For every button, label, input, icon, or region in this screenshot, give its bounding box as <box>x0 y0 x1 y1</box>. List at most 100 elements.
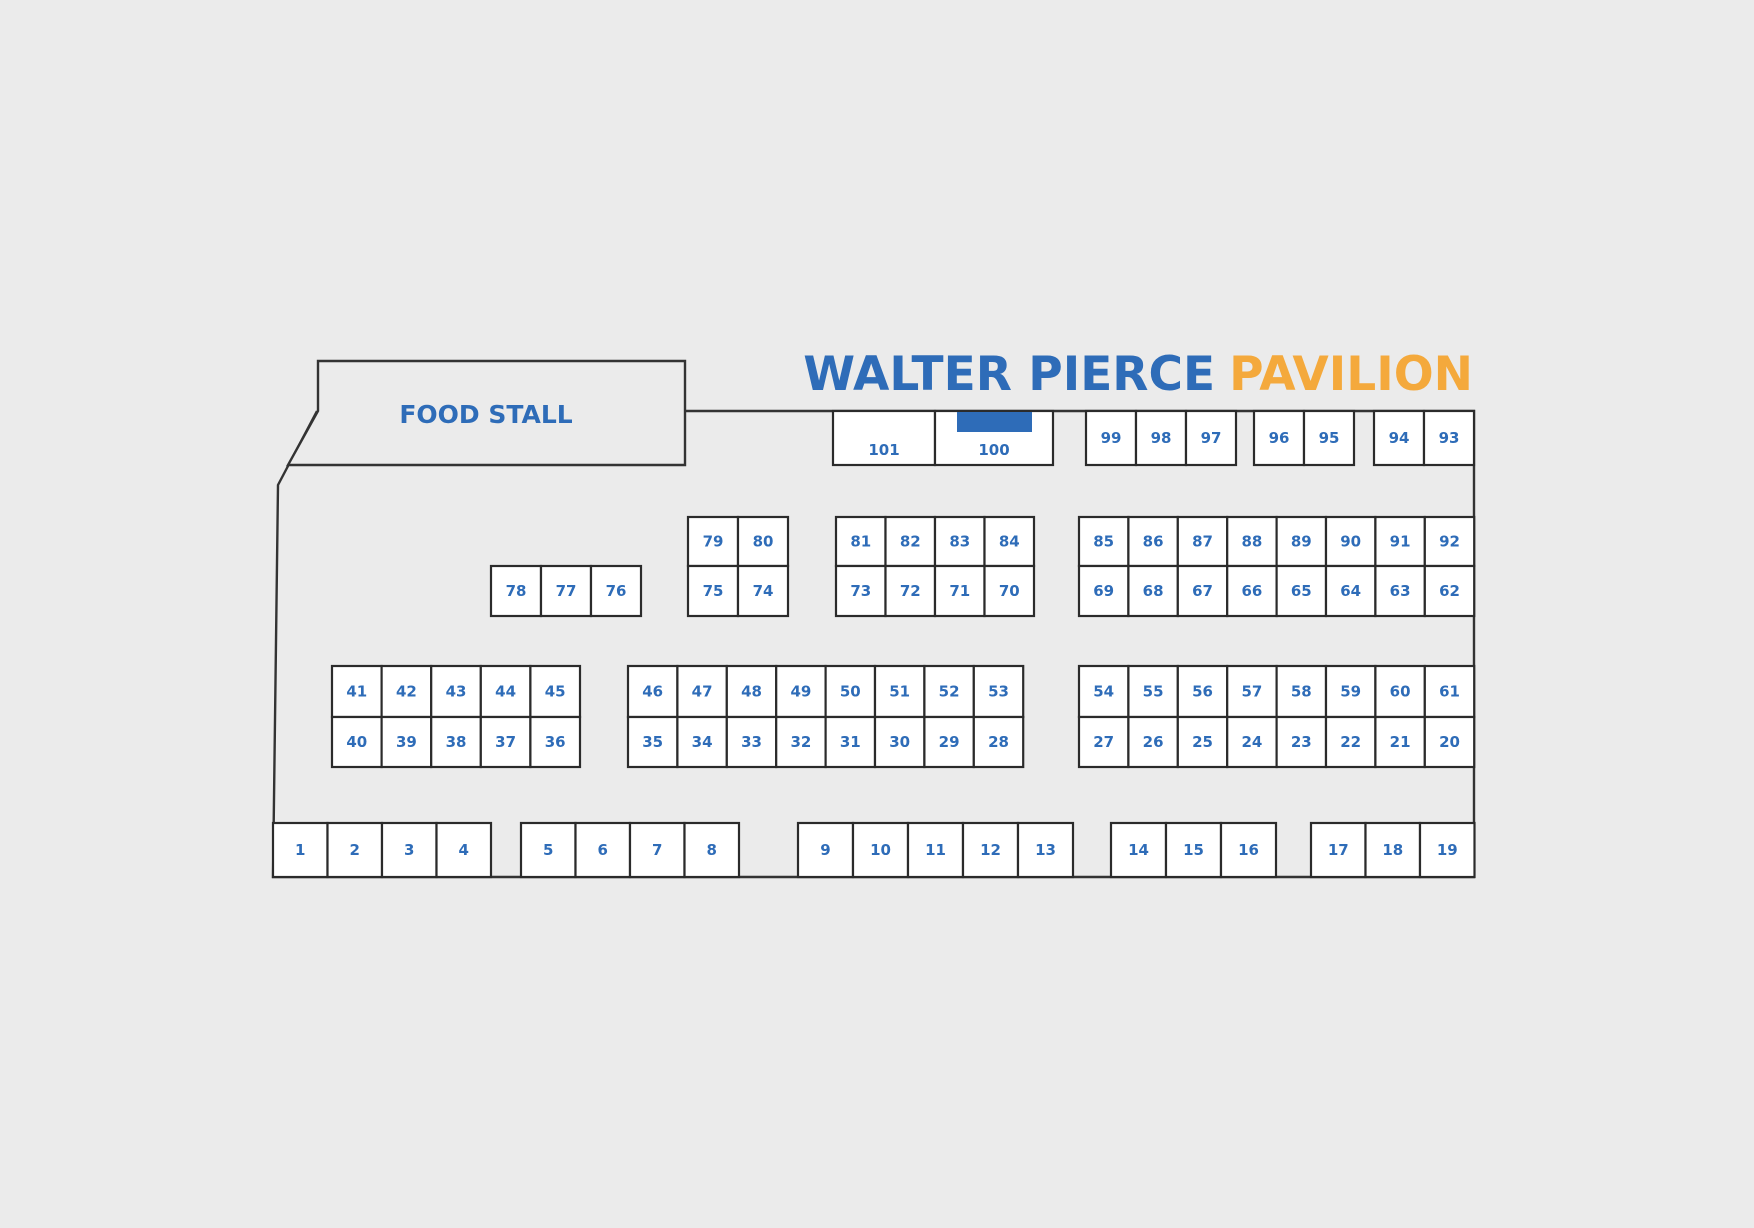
booth-87[interactable]: 87 <box>1176 515 1229 568</box>
booth-78[interactable]: 78 <box>489 564 543 618</box>
booth-74[interactable]: 74 <box>736 564 790 618</box>
booth-85[interactable]: 85 <box>1077 515 1130 568</box>
booth-57[interactable]: 57 <box>1226 664 1278 719</box>
booth-58[interactable]: 58 <box>1275 664 1328 719</box>
booth-80[interactable]: 80 <box>736 515 790 568</box>
booth-17[interactable]: 17 <box>1309 821 1367 879</box>
booth-66[interactable]: 66 <box>1226 564 1278 618</box>
booth-16[interactable]: 16 <box>1219 821 1278 879</box>
booth-36[interactable]: 36 <box>529 715 582 769</box>
booth-32[interactable]: 32 <box>775 715 827 769</box>
booth-12[interactable]: 12 <box>961 821 1020 879</box>
booth-54[interactable]: 54 <box>1077 664 1130 719</box>
booth-1[interactable]: 1 <box>271 821 329 879</box>
booth-24[interactable]: 24 <box>1226 715 1278 769</box>
booth-90[interactable]: 90 <box>1324 515 1377 568</box>
booth-6[interactable]: 6 <box>574 821 632 879</box>
booth-15[interactable]: 15 <box>1164 821 1223 879</box>
booth-75[interactable]: 75 <box>686 564 740 618</box>
booth-7[interactable]: 7 <box>628 821 686 879</box>
booth-63[interactable]: 63 <box>1374 564 1426 618</box>
booth-52[interactable]: 52 <box>923 664 975 719</box>
booth-61[interactable]: 61 <box>1423 664 1476 719</box>
booth-8[interactable]: 8 <box>683 821 741 879</box>
booth-93[interactable]: 93 <box>1422 409 1476 467</box>
booth-37[interactable]: 37 <box>479 715 532 769</box>
booth-70[interactable]: 70 <box>983 564 1036 618</box>
booth-53[interactable]: 53 <box>972 664 1025 719</box>
booth-81[interactable]: 81 <box>834 515 887 568</box>
booth-51[interactable]: 51 <box>873 664 926 719</box>
booth-79[interactable]: 79 <box>686 515 740 568</box>
booth-3[interactable]: 3 <box>380 821 438 879</box>
booth-47[interactable]: 47 <box>676 664 728 719</box>
booth-38[interactable]: 38 <box>430 715 482 769</box>
booth-31[interactable]: 31 <box>824 715 877 769</box>
booth-89[interactable]: 89 <box>1275 515 1328 568</box>
booth-76[interactable]: 76 <box>589 564 643 618</box>
booth-20[interactable]: 20 <box>1423 715 1476 769</box>
booth-21[interactable]: 21 <box>1374 715 1426 769</box>
booth-55[interactable]: 55 <box>1127 664 1179 719</box>
booth-82[interactable]: 82 <box>884 515 937 568</box>
booth-69[interactable]: 69 <box>1077 564 1130 618</box>
booth-91[interactable]: 91 <box>1374 515 1426 568</box>
booth-13[interactable]: 13 <box>1016 821 1075 879</box>
booth-64[interactable]: 64 <box>1324 564 1377 618</box>
booth-101[interactable]: 101 <box>831 409 937 467</box>
booth-11[interactable]: 11 <box>906 821 965 879</box>
booth-92[interactable]: 92 <box>1423 515 1476 568</box>
booth-33[interactable]: 33 <box>725 715 778 769</box>
booth-39[interactable]: 39 <box>380 715 433 769</box>
booth-49[interactable]: 49 <box>775 664 827 719</box>
booth-23[interactable]: 23 <box>1275 715 1328 769</box>
booth-29[interactable]: 29 <box>923 715 975 769</box>
booth-40[interactable]: 40 <box>330 715 383 769</box>
booth-4[interactable]: 4 <box>435 821 493 879</box>
booth-65[interactable]: 65 <box>1275 564 1328 618</box>
booth-28[interactable]: 28 <box>972 715 1025 769</box>
booth-35[interactable]: 35 <box>626 715 679 769</box>
booth-34[interactable]: 34 <box>676 715 728 769</box>
booth-67[interactable]: 67 <box>1176 564 1229 618</box>
booth-45[interactable]: 45 <box>529 664 582 719</box>
booth-100[interactable]: 100 <box>933 409 1055 467</box>
booth-96[interactable]: 96 <box>1252 409 1306 467</box>
booth-46[interactable]: 46 <box>626 664 679 719</box>
booth-2[interactable]: 2 <box>326 821 384 879</box>
booth-43[interactable]: 43 <box>430 664 482 719</box>
booth-97[interactable]: 97 <box>1184 409 1238 467</box>
booth-22[interactable]: 22 <box>1324 715 1377 769</box>
booth-98[interactable]: 98 <box>1134 409 1188 467</box>
booth-19[interactable]: 19 <box>1418 821 1476 879</box>
booth-62[interactable]: 62 <box>1423 564 1476 618</box>
booth-73[interactable]: 73 <box>834 564 887 618</box>
booth-18[interactable]: 18 <box>1364 821 1422 879</box>
booth-9[interactable]: 9 <box>796 821 855 879</box>
booth-68[interactable]: 68 <box>1127 564 1179 618</box>
booth-48[interactable]: 48 <box>725 664 778 719</box>
booth-99[interactable]: 99 <box>1084 409 1138 467</box>
booth-84[interactable]: 84 <box>983 515 1036 568</box>
booth-30[interactable]: 30 <box>873 715 926 769</box>
booth-60[interactable]: 60 <box>1374 664 1426 719</box>
booth-44[interactable]: 44 <box>479 664 532 719</box>
booth-25[interactable]: 25 <box>1176 715 1229 769</box>
booth-14[interactable]: 14 <box>1109 821 1168 879</box>
booth-41[interactable]: 41 <box>330 664 383 719</box>
booth-5[interactable]: 5 <box>519 821 577 879</box>
booth-95[interactable]: 95 <box>1302 409 1356 467</box>
booth-71[interactable]: 71 <box>933 564 986 618</box>
food-stall[interactable]: FOOD STALL <box>285 359 687 467</box>
booth-59[interactable]: 59 <box>1324 664 1377 719</box>
booth-42[interactable]: 42 <box>380 664 433 719</box>
booth-86[interactable]: 86 <box>1127 515 1179 568</box>
booth-27[interactable]: 27 <box>1077 715 1130 769</box>
booth-72[interactable]: 72 <box>884 564 937 618</box>
booth-26[interactable]: 26 <box>1127 715 1179 769</box>
booth-10[interactable]: 10 <box>851 821 910 879</box>
booth-77[interactable]: 77 <box>539 564 593 618</box>
booth-94[interactable]: 94 <box>1372 409 1426 467</box>
booth-50[interactable]: 50 <box>824 664 877 719</box>
booth-56[interactable]: 56 <box>1176 664 1229 719</box>
